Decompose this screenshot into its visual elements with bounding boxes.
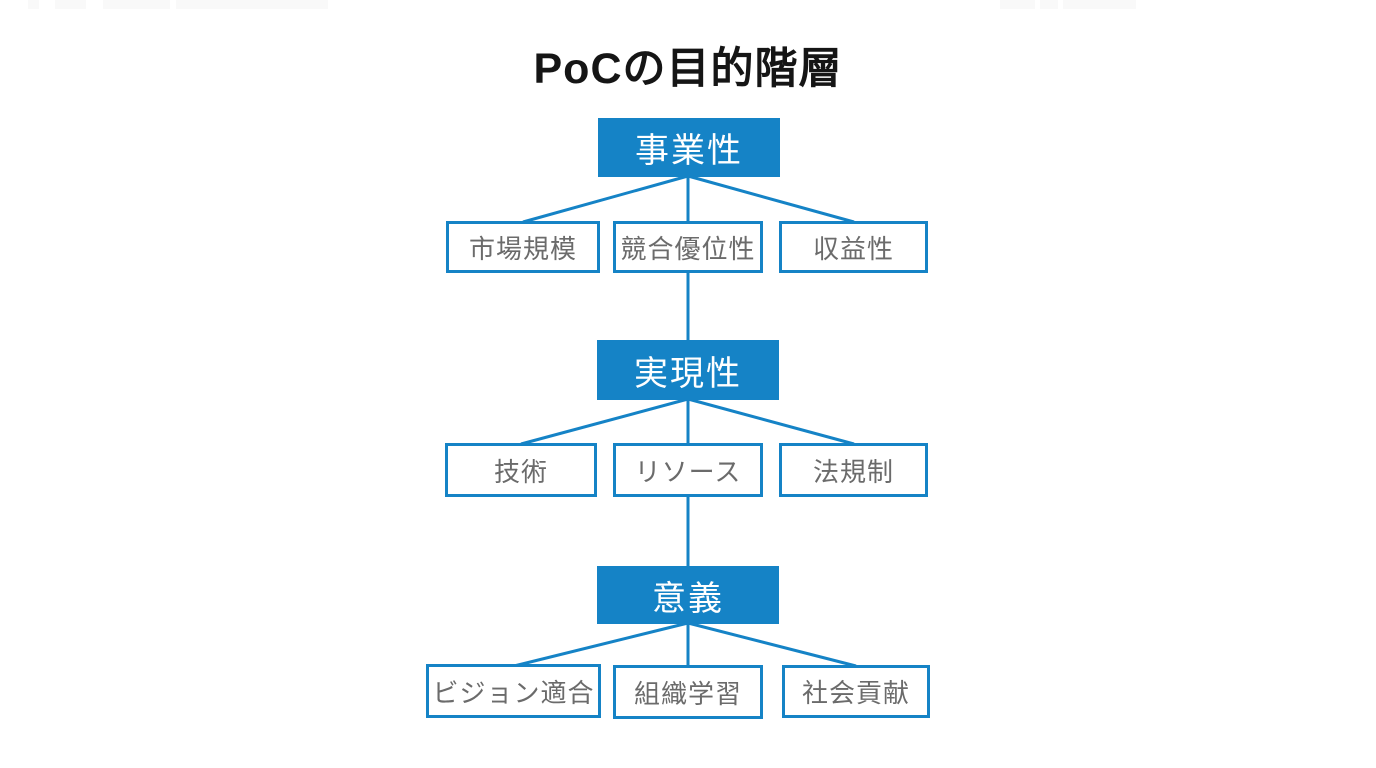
child-node-social-contribution: 社会貢献 <box>782 665 930 718</box>
top-edge-fragment <box>176 0 328 9</box>
child-node-technology: 技術 <box>445 443 597 497</box>
child-node-resources: リソース <box>613 443 763 497</box>
child-node-vision-fit: ビジョン適合 <box>426 664 601 718</box>
child-node-profitability: 収益性 <box>779 221 928 273</box>
top-edge-fragment <box>1040 0 1058 9</box>
top-edge-fragment <box>55 0 86 9</box>
parent-node-significance: 意義 <box>597 566 779 624</box>
parent-node-business-viability: 事業性 <box>598 118 780 177</box>
top-edge-fragment <box>1000 0 1035 9</box>
child-node-competitive-advantage: 競合優位性 <box>613 221 763 273</box>
top-edge-fragment <box>1063 0 1136 9</box>
top-edge-fragment <box>103 0 170 9</box>
child-node-organizational-learning: 組織学習 <box>613 665 763 719</box>
top-edge-fragment <box>28 0 39 9</box>
child-node-regulation: 法規制 <box>779 443 928 497</box>
page-title: PoCの目的階層 <box>533 45 843 93</box>
child-node-market-size: 市場規模 <box>446 221 600 273</box>
parent-node-feasibility: 実現性 <box>597 340 779 400</box>
